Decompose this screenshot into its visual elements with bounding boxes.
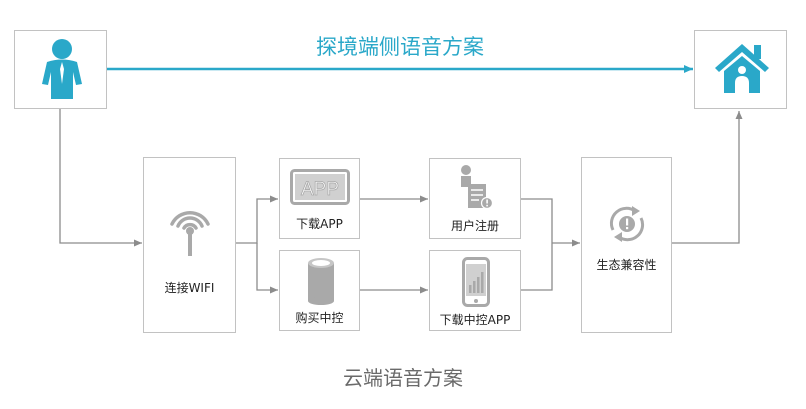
smart-speaker-icon — [308, 258, 334, 305]
edge-ctrlapp-to-eco — [520, 243, 553, 291]
app-icon-text: APP — [301, 179, 339, 200]
sync-alert-icon — [609, 206, 645, 242]
connect-wifi-label: 连接WIFI — [164, 281, 215, 295]
edge-wifi-to-app — [235, 195, 278, 244]
house-icon — [715, 44, 769, 93]
eco-compat-node: 生态兼容性 — [581, 157, 672, 333]
edge-register-to-eco — [520, 198, 553, 243]
user-register-label: 用户注册 — [450, 219, 499, 233]
smartphone-icon — [462, 257, 490, 307]
download-app-node: APP 下载APP — [279, 158, 360, 239]
download-controller-app-label: 下载中控APP — [439, 313, 511, 327]
registration-form-icon — [461, 165, 494, 210]
buy-controller-label: 购买中控 — [295, 311, 344, 325]
buy-controller-node: 购买中控 — [279, 250, 360, 331]
download-controller-app-node: 下载中控APP — [429, 250, 521, 331]
user-register-node: 用户注册 — [429, 158, 521, 239]
person-icon — [42, 39, 82, 99]
download-app-label: 下载APP — [296, 217, 343, 231]
app-icon: APP — [290, 169, 350, 205]
home-node — [694, 30, 787, 109]
top-flow-label: 探境端侧语音方案 — [316, 35, 484, 59]
diagram-caption: 云端语音方案 — [343, 366, 463, 390]
edge-eco-to-home — [671, 111, 743, 244]
connect-wifi-node: 连接WIFI — [143, 157, 236, 333]
edge-wifi-to-controller — [256, 243, 278, 294]
user-node — [14, 30, 107, 109]
wifi-antenna-icon — [170, 211, 210, 256]
edge-user-to-wifi — [59, 109, 142, 247]
eco-compat-label: 生态兼容性 — [596, 258, 657, 272]
